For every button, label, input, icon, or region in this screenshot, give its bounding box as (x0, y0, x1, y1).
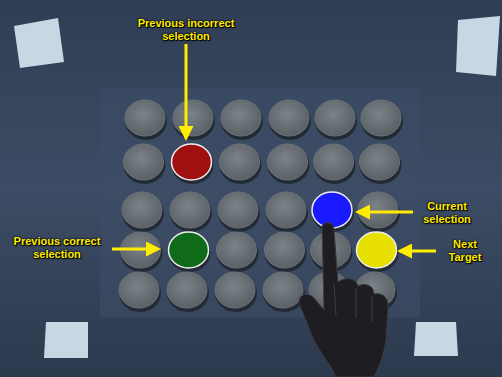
callout-label: Previous correct selection (2, 235, 112, 261)
button (360, 144, 400, 180)
corner-marker (14, 18, 64, 68)
button (358, 192, 398, 228)
button (314, 144, 354, 180)
button (361, 100, 401, 136)
callout-label: Next Target (436, 238, 494, 264)
leader-arrow (358, 211, 413, 214)
button (269, 100, 309, 136)
highlighted-button (172, 144, 212, 180)
button (119, 272, 159, 308)
button (268, 144, 308, 180)
leader-arrow (185, 44, 188, 138)
highlighted-button (169, 232, 209, 268)
button (125, 100, 165, 136)
hand (299, 223, 388, 377)
callout-label: Current selection (412, 200, 482, 226)
leader-arrow (400, 250, 436, 253)
button (218, 192, 258, 228)
panel (100, 88, 420, 318)
corner-marker (456, 16, 500, 76)
button (215, 272, 255, 308)
button (167, 272, 207, 308)
corner-marker (44, 322, 88, 358)
button (221, 100, 261, 136)
button (170, 192, 210, 228)
button (266, 192, 306, 228)
corner-marker (414, 322, 458, 356)
callout-label: Previous incorrect selection (126, 17, 246, 43)
button (124, 144, 164, 180)
button (122, 192, 162, 228)
leader-arrow (112, 248, 158, 251)
button (217, 232, 257, 268)
button (263, 272, 303, 308)
button (315, 100, 355, 136)
button (265, 232, 305, 268)
button (173, 100, 213, 136)
button-grid (119, 100, 403, 312)
highlighted-button (357, 232, 397, 268)
highlighted-button (312, 192, 352, 228)
button (220, 144, 260, 180)
